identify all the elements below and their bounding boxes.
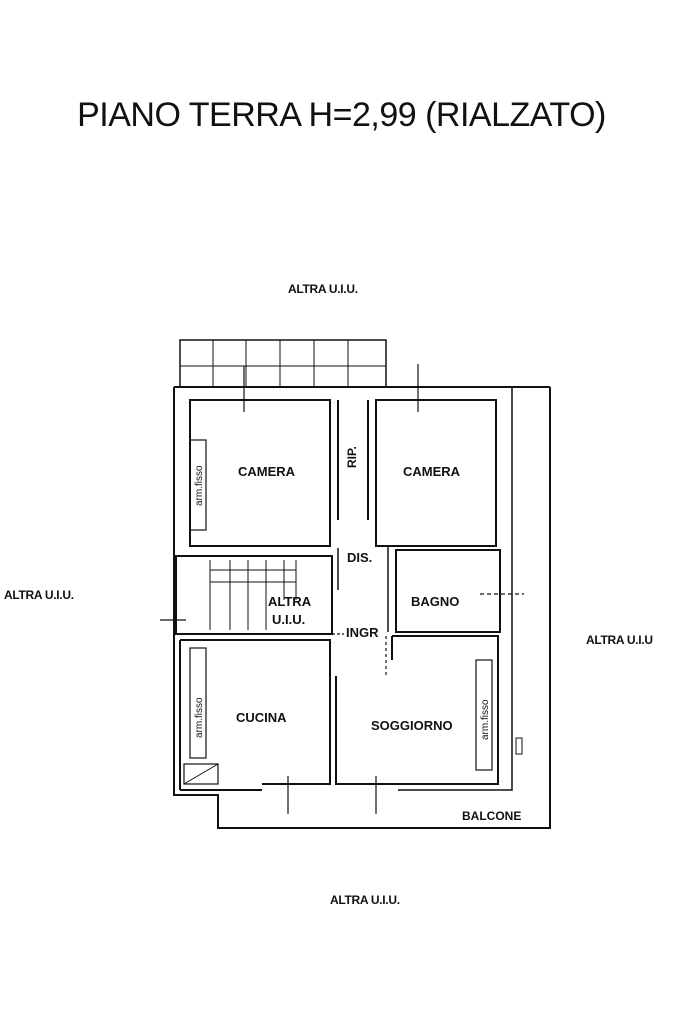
exterior-walls <box>173 339 551 829</box>
room-label-ingr: INGR <box>346 625 379 640</box>
room-label-rip: RIP. <box>345 446 359 468</box>
kitchen-counter <box>183 763 219 785</box>
meter-box <box>515 737 523 755</box>
wardrobe-label-cucina: arm.fisso <box>194 697 205 738</box>
room-label-cucina: CUCINA <box>236 710 287 725</box>
room-label-altra-uiu-1: ALTRA <box>268 594 312 609</box>
room-label-balcone: BALCONE <box>462 809 521 823</box>
room-label-bagno: BAGNO <box>411 594 459 609</box>
wardrobe-label-camera: arm.fisso <box>194 465 205 506</box>
neighbor-label-left: ALTRA U.I.U. <box>4 588 74 602</box>
room-label-soggiorno: SOGGIORNO <box>371 718 453 733</box>
built-in-wardrobes <box>189 439 493 771</box>
room-label-dis: DIS. <box>347 550 372 565</box>
room-label-altra-uiu-2: U.I.U. <box>272 612 305 627</box>
opening-marks <box>160 364 524 814</box>
staircase <box>209 560 297 630</box>
room-label-camera-left: CAMERA <box>238 464 296 479</box>
plan-title: PIANO TERRA H=2,99 (RIALZATO) <box>77 96 606 134</box>
wardrobe-label-soggiorno: arm.fisso <box>480 699 491 740</box>
neighbor-label-bottom: ALTRA U.I.U. <box>330 893 400 907</box>
neighbor-label-top: ALTRA U.I.U. <box>288 282 358 296</box>
room-label-camera-right: CAMERA <box>403 464 461 479</box>
neighbor-label-right: ALTRA U.I.U <box>586 633 653 647</box>
